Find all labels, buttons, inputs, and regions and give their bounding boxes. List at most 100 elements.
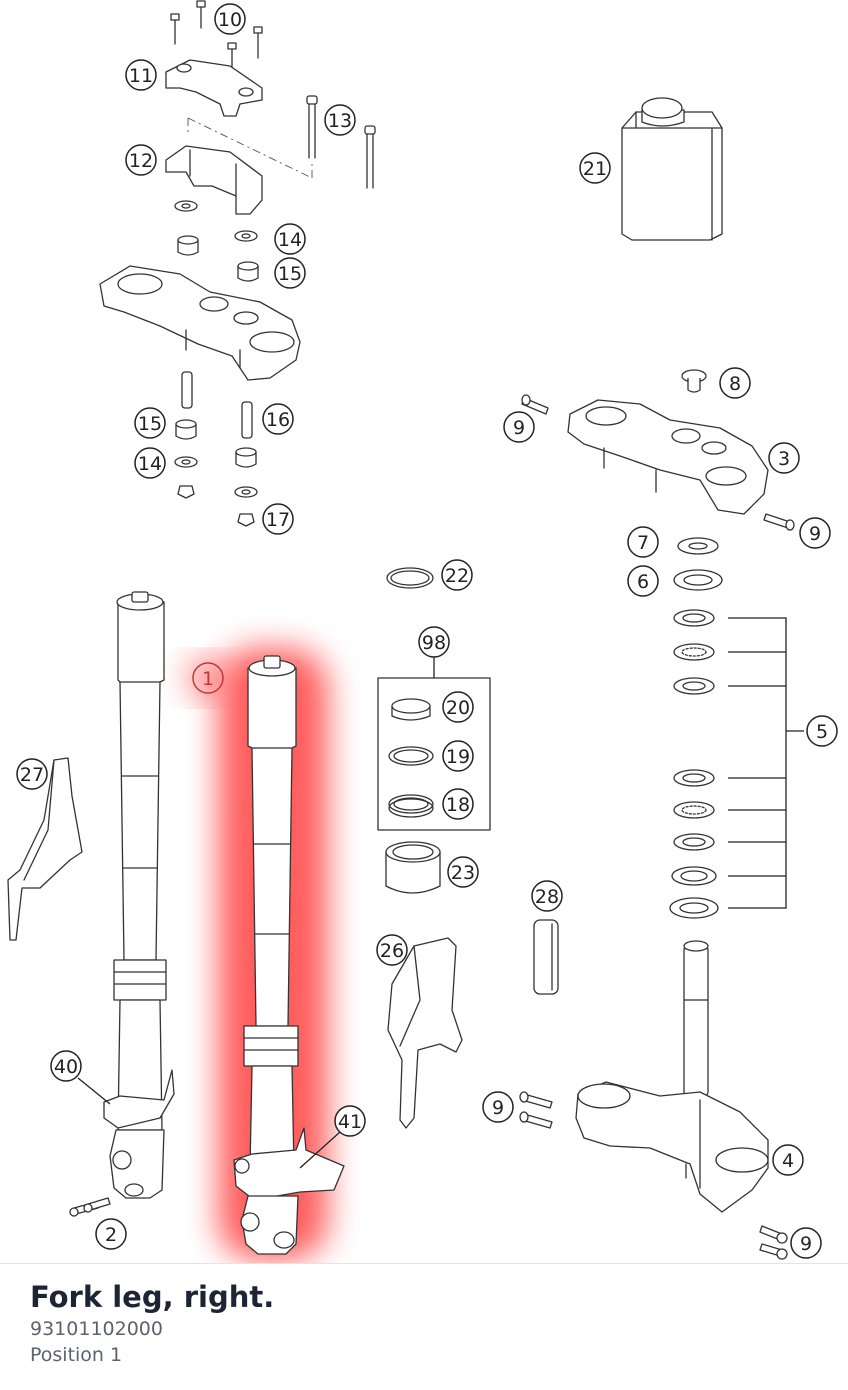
svg-text:16: 16 <box>266 409 290 431</box>
svg-text:14: 14 <box>138 453 162 475</box>
spacers-part-14-15-16-17[interactable] <box>174 371 258 527</box>
part-title: Fork leg, right. <box>30 1280 275 1314</box>
oil-can-part-21[interactable] <box>621 97 723 241</box>
washers-part-14-15-top[interactable] <box>174 200 259 282</box>
part-position: Position 1 <box>30 1344 123 1366</box>
bolts-part-2[interactable] <box>69 1197 111 1217</box>
callout-15[interactable]: 15 <box>134 407 166 439</box>
callout-5[interactable]: 5 <box>806 715 838 747</box>
handlebar-clamp-part-11[interactable] <box>165 59 263 117</box>
svg-text:19: 19 <box>446 746 470 768</box>
svg-text:8: 8 <box>729 373 741 395</box>
callout-19[interactable]: 19 <box>442 740 474 772</box>
callout-16[interactable]: 16 <box>262 403 294 435</box>
handlebar-clamp-part-12[interactable] <box>165 117 313 215</box>
callout-23[interactable]: 23 <box>447 856 479 888</box>
fork-leg-right-part-1[interactable] <box>233 655 345 1255</box>
svg-text:10: 10 <box>218 9 242 31</box>
svg-text:5: 5 <box>816 721 828 743</box>
exploded-parts-diagram: 1 2 3 4 5 6 7 8 9 9 9 9 10 11 12 13 14 1… <box>7 0 838 1260</box>
svg-text:7: 7 <box>637 532 649 554</box>
callout-27[interactable]: 27 <box>16 758 48 790</box>
callout-9[interactable]: 9 <box>799 517 831 549</box>
bolt-part-8[interactable] <box>681 369 707 393</box>
callout-9[interactable]: 9 <box>790 1227 822 1259</box>
svg-text:4: 4 <box>782 1150 794 1172</box>
bolt-part-9-a[interactable] <box>521 394 549 415</box>
callout-20[interactable]: 20 <box>442 691 474 723</box>
callout-3[interactable]: 3 <box>768 442 800 474</box>
callout-15[interactable]: 15 <box>274 257 306 289</box>
callout-41[interactable]: 41 <box>334 1105 366 1137</box>
svg-text:17: 17 <box>266 509 290 531</box>
svg-text:98: 98 <box>422 632 446 654</box>
bolts-part-13[interactable] <box>306 95 376 189</box>
callout-40[interactable]: 40 <box>50 1050 82 1082</box>
svg-text:1: 1 <box>202 668 214 690</box>
callout-9[interactable]: 9 <box>482 1091 514 1123</box>
ring-part-6[interactable] <box>673 569 723 591</box>
callout-18[interactable]: 18 <box>442 788 474 820</box>
svg-text:41: 41 <box>338 1111 362 1133</box>
callout-14[interactable]: 14 <box>274 223 306 255</box>
callout-2[interactable]: 2 <box>95 1218 127 1250</box>
svg-text:9: 9 <box>492 1097 504 1119</box>
callout-11[interactable]: 11 <box>125 59 157 91</box>
svg-text:3: 3 <box>778 448 790 470</box>
bushing-part-23[interactable] <box>385 841 441 894</box>
svg-text:21: 21 <box>583 158 607 180</box>
svg-text:23: 23 <box>451 862 475 884</box>
callout-9[interactable]: 9 <box>503 411 535 443</box>
callout-8[interactable]: 8 <box>719 367 751 399</box>
bearing-set-part-5[interactable] <box>669 609 804 919</box>
bolts-part-9-d[interactable] <box>759 1225 788 1260</box>
callout-13[interactable]: 13 <box>324 104 356 136</box>
info-divider <box>0 1263 848 1264</box>
fork-leg-left[interactable] <box>103 591 175 1199</box>
callout-7[interactable]: 7 <box>627 526 659 558</box>
callout-22[interactable]: 22 <box>441 559 473 591</box>
bolts-part-9-c[interactable] <box>519 1091 553 1129</box>
callout-10[interactable]: 10 <box>214 3 246 35</box>
callout-4[interactable]: 4 <box>772 1144 804 1176</box>
fork-guard-part-26[interactable] <box>387 937 463 1129</box>
leader-lines <box>77 1077 341 1169</box>
callout-6[interactable]: 6 <box>627 565 659 597</box>
o-ring-part-22[interactable] <box>386 567 434 589</box>
svg-text:22: 22 <box>445 565 469 587</box>
svg-text:14: 14 <box>278 229 302 251</box>
nut-part-7[interactable] <box>677 537 719 555</box>
bolt-part-9-b[interactable] <box>763 513 795 531</box>
svg-text:9: 9 <box>809 523 821 545</box>
svg-text:27: 27 <box>20 764 44 786</box>
callout-98[interactable]: 98 <box>418 626 450 658</box>
svg-text:26: 26 <box>380 940 404 962</box>
lower-triple-clamp-part-4[interactable] <box>575 940 769 1213</box>
svg-text:18: 18 <box>446 794 470 816</box>
upper-triple-clamp-left[interactable] <box>99 265 301 381</box>
callout-28[interactable]: 28 <box>531 880 563 912</box>
upper-triple-clamp-part-3[interactable] <box>567 399 769 515</box>
callout-1[interactable]: 1 <box>192 662 224 694</box>
callout-26[interactable]: 26 <box>376 934 408 966</box>
svg-text:15: 15 <box>278 263 302 285</box>
fork-guard-part-27[interactable] <box>7 757 83 941</box>
svg-text:2: 2 <box>105 1224 117 1246</box>
svg-text:12: 12 <box>129 150 153 172</box>
callout-17[interactable]: 17 <box>262 503 294 535</box>
svg-text:28: 28 <box>535 886 559 908</box>
svg-text:13: 13 <box>328 110 352 132</box>
svg-text:40: 40 <box>54 1056 78 1078</box>
callout-14[interactable]: 14 <box>134 447 166 479</box>
part-number: 93101102000 <box>30 1318 163 1340</box>
svg-text:9: 9 <box>800 1233 812 1255</box>
svg-text:11: 11 <box>129 65 153 87</box>
svg-text:15: 15 <box>138 413 162 435</box>
svg-text:6: 6 <box>637 571 649 593</box>
seal-kit-part-98[interactable] <box>377 656 491 831</box>
callout-21[interactable]: 21 <box>579 152 611 184</box>
callout-12[interactable]: 12 <box>125 144 157 176</box>
svg-text:9: 9 <box>513 417 525 439</box>
pad-part-28[interactable] <box>533 919 559 995</box>
part-info-panel: Fork leg, right. 93101102000 Position 1 <box>30 1278 830 1368</box>
